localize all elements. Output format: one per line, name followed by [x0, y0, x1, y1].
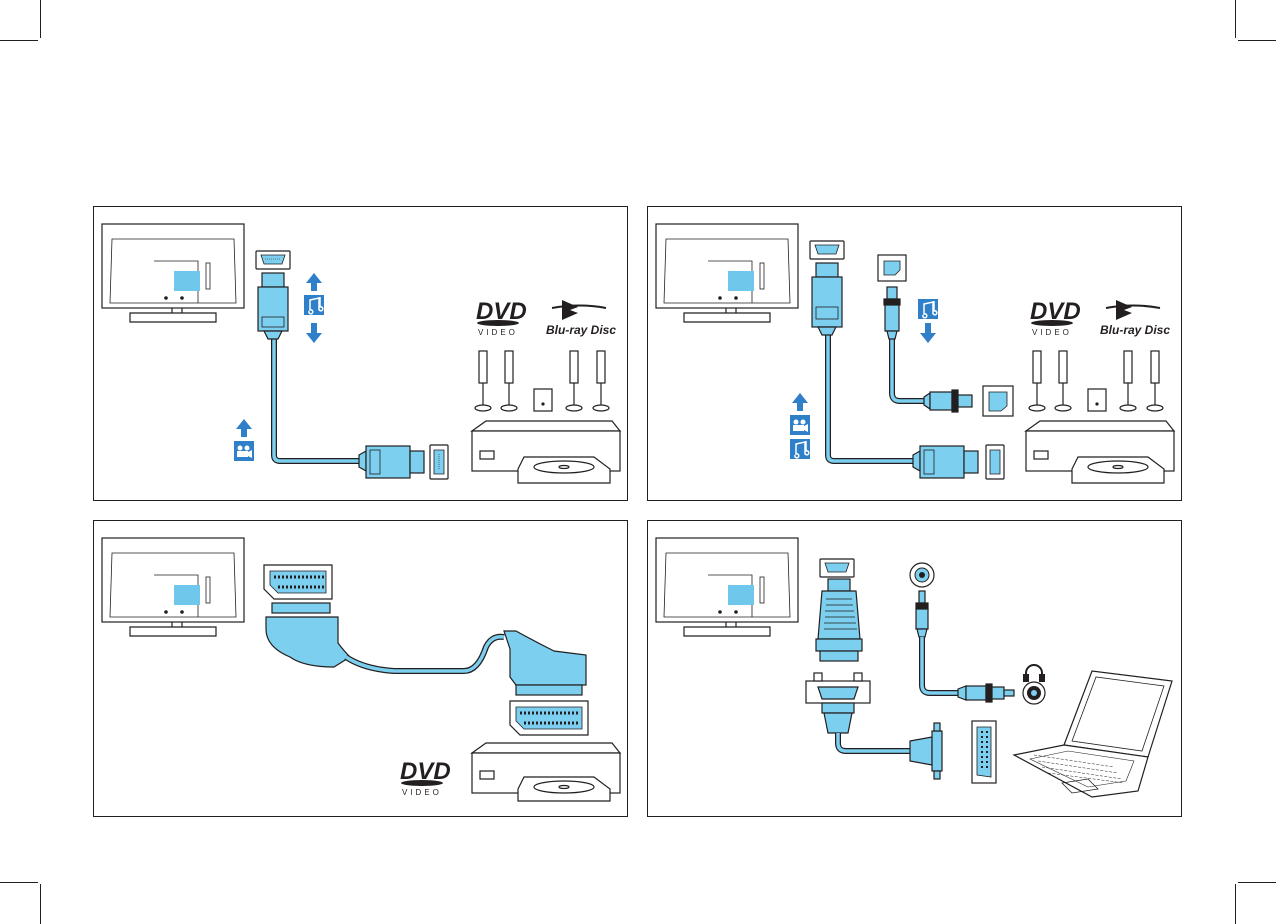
audio-jack-device	[1023, 682, 1045, 704]
crop-mark	[1238, 882, 1276, 883]
svg-text:Blu-ray Disc: Blu-ray Disc	[1100, 323, 1170, 337]
hdmi-to-vga-adapter	[816, 579, 862, 661]
audio-cable	[922, 637, 958, 693]
vga-cable	[838, 733, 910, 751]
svg-text:VIDEO: VIDEO	[1032, 328, 1072, 337]
hdmi-plug-device	[359, 446, 424, 478]
arrow-up-icon	[306, 273, 322, 291]
scart-port-device	[510, 701, 588, 735]
hdmi-plug-device	[913, 446, 978, 478]
arrow-down-icon	[920, 323, 936, 343]
arrow-up-icon	[792, 393, 808, 411]
film-camera-icon	[790, 415, 810, 435]
panel-hdmi-optical: DVD VIDEO Blu-ray Disc	[647, 206, 1182, 501]
tv-back	[656, 224, 798, 322]
svg-text:VIDEO: VIDEO	[478, 328, 518, 337]
home-theater-speakers	[475, 351, 609, 411]
crop-mark	[1235, 884, 1236, 924]
optical-cable	[892, 337, 924, 401]
headphones-icon	[1024, 665, 1044, 681]
panel-scart: DVD VIDEO	[93, 520, 628, 817]
music-note-icon	[918, 299, 938, 319]
tv-back	[102, 224, 244, 322]
hdmi-port-tv	[810, 241, 844, 259]
scart-port-tv	[264, 565, 332, 599]
arrow-down-icon	[306, 323, 322, 343]
vga-port-device	[972, 721, 996, 783]
optical-port-tv	[878, 255, 906, 281]
optical-plug-device	[924, 390, 972, 412]
crop-mark	[0, 40, 38, 41]
dvd-video-logo: DVD VIDEO	[400, 758, 451, 797]
hdmi-cable	[274, 335, 359, 461]
crop-mark	[1238, 40, 1276, 41]
vga-audio-diagram	[648, 521, 1183, 818]
hdmi-plug-tv	[258, 273, 288, 339]
tv-back	[656, 538, 798, 636]
optical-port-device	[983, 386, 1013, 416]
tv-back	[102, 538, 244, 636]
svg-text:VIDEO: VIDEO	[402, 788, 442, 797]
optical-plug-tv	[884, 287, 900, 339]
hdmi-optical-diagram: DVD VIDEO Blu-ray Disc	[648, 207, 1183, 502]
crop-mark	[40, 884, 41, 924]
vga-plug-tv	[822, 703, 854, 733]
bluray-disc-logo: Blu-ray Disc	[1100, 300, 1170, 337]
hdmi-port-device	[430, 445, 448, 479]
scart-diagram: DVD VIDEO	[94, 521, 629, 818]
home-theater-speakers	[1029, 351, 1163, 411]
audio-plug-tv	[916, 591, 928, 637]
arrow-up-icon	[236, 419, 252, 437]
disc-player	[472, 421, 620, 483]
hdmi-plug-tv	[812, 263, 842, 335]
hdmi-arc-diagram: DVD VIDEO Blu-ray Disc	[94, 207, 629, 502]
scart-plug-device	[504, 631, 586, 695]
crop-mark	[1235, 0, 1236, 38]
bluray-disc-logo: Blu-ray Disc	[546, 300, 616, 337]
crop-mark	[40, 0, 41, 38]
disc-player	[1026, 421, 1174, 483]
music-note-icon	[304, 295, 324, 315]
hdmi-port-tv	[820, 559, 854, 577]
crop-mark	[0, 882, 38, 883]
vga-plug-device	[910, 723, 942, 779]
panel-vga-audio	[647, 520, 1182, 817]
hdmi-port-device	[986, 445, 1004, 479]
dvd-video-logo: DVD VIDEO	[476, 298, 527, 337]
audio-jack-tv	[910, 563, 934, 587]
audio-plug-device	[958, 684, 1014, 702]
dvd-player	[472, 743, 620, 801]
scart-plug-tv	[266, 603, 350, 667]
panel-hdmi-arc: DVD VIDEO Blu-ray Disc	[93, 206, 628, 501]
film-camera-icon	[234, 441, 254, 461]
music-note-icon	[790, 439, 810, 459]
vga-port-adapter	[806, 673, 870, 703]
dvd-video-logo: DVD VIDEO	[1030, 298, 1081, 337]
svg-text:Blu-ray Disc: Blu-ray Disc	[546, 323, 616, 337]
hdmi-port-tv	[256, 251, 290, 269]
